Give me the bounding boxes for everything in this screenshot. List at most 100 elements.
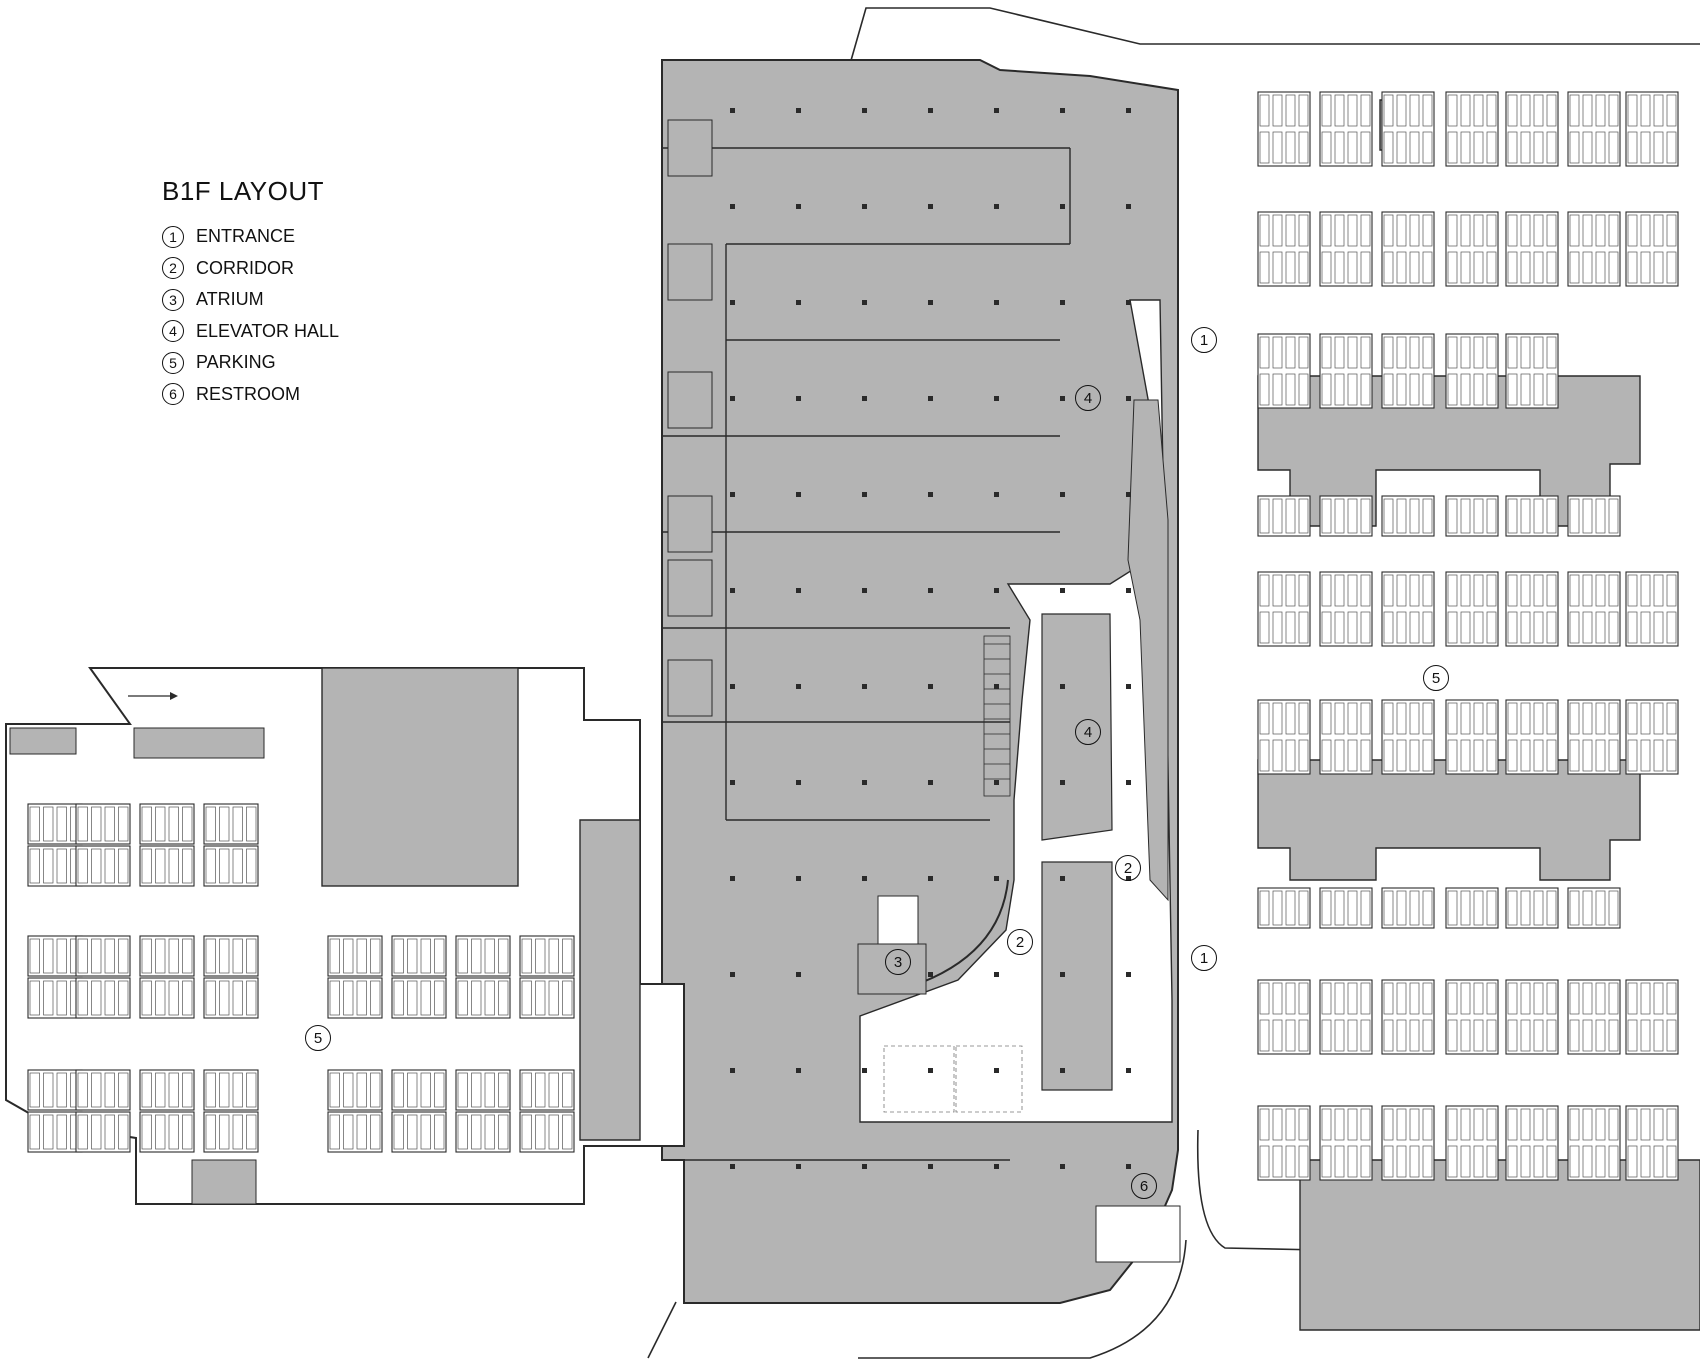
west-parking-bay — [519, 935, 575, 977]
west-parking-bay — [75, 1111, 131, 1153]
parking-stall — [1507, 739, 1518, 772]
parking-stall — [1259, 498, 1270, 534]
parking-stall — [1298, 336, 1309, 369]
parking-stall — [1608, 982, 1619, 1015]
parking-stall — [329, 1114, 340, 1150]
parking-stall — [1285, 611, 1296, 644]
parking-stall — [1272, 498, 1283, 534]
parking-stall — [1595, 1108, 1606, 1141]
stair-core — [667, 559, 713, 617]
parking-stall — [1272, 251, 1283, 284]
east-parking-bay — [1445, 571, 1499, 647]
parking-stall — [1582, 131, 1593, 164]
parking-stall — [77, 1114, 88, 1150]
parking-stall — [1595, 982, 1606, 1015]
restroom-block — [1095, 1205, 1181, 1263]
parking-stall — [1285, 1019, 1296, 1052]
parking-stall — [1272, 739, 1283, 772]
parking-stall — [1460, 611, 1471, 644]
east-parking-bay — [1505, 211, 1559, 287]
parking-stall — [1473, 498, 1484, 534]
parking-stall — [1383, 131, 1394, 164]
east-parking-bay — [1319, 571, 1373, 647]
parking-stall — [1422, 1145, 1433, 1178]
structural-column — [928, 396, 933, 401]
parking-stall — [521, 980, 532, 1016]
parking-stall — [1640, 251, 1651, 284]
parking-stall — [1520, 131, 1531, 164]
structural-column — [1126, 972, 1131, 977]
parking-stall — [155, 806, 166, 842]
parking-stall — [118, 1072, 129, 1108]
parking-stall — [1533, 702, 1544, 735]
east-parking-bay — [1381, 333, 1435, 409]
parking-stall — [1627, 1145, 1638, 1178]
parking-stall — [168, 1114, 179, 1150]
parking-stall — [104, 980, 115, 1016]
parking-stall — [1285, 574, 1296, 607]
parking-stall — [1396, 373, 1407, 406]
parking-stall — [498, 938, 509, 974]
parking-stall — [434, 980, 445, 1016]
parking-stall — [1272, 982, 1283, 1015]
parking-stall — [155, 1072, 166, 1108]
parking-stall — [1383, 94, 1394, 127]
parking-stall — [1520, 739, 1531, 772]
parking-stall — [1409, 574, 1420, 607]
parking-stall — [1272, 890, 1283, 926]
structural-column — [1126, 780, 1131, 785]
parking-stall — [1422, 373, 1433, 406]
parking-stall — [1347, 702, 1358, 735]
parking-stall — [1259, 251, 1270, 284]
west-wing-room-n — [133, 727, 265, 759]
east-parking-bay — [1445, 333, 1499, 409]
parking-stall — [141, 1072, 152, 1108]
parking-stall — [1422, 702, 1433, 735]
parking-stall — [1486, 214, 1497, 247]
east-parking-bay — [1625, 699, 1679, 775]
parking-stall — [498, 1114, 509, 1150]
parking-stall — [155, 980, 166, 1016]
parking-stall — [1360, 94, 1371, 127]
parking-stall — [1653, 611, 1664, 644]
parking-stall — [1259, 702, 1270, 735]
legend-number: 5 — [162, 351, 184, 374]
parking-stall — [1360, 982, 1371, 1015]
parking-stall — [205, 938, 216, 974]
parking-stall — [1520, 373, 1531, 406]
parking-stall — [329, 980, 340, 1016]
parking-stall — [1259, 890, 1270, 926]
parking-stall — [420, 1114, 431, 1150]
west-parking-bay — [203, 845, 259, 887]
east-parking-bay — [1257, 699, 1311, 775]
west-parking-bay — [391, 1111, 447, 1153]
parking-stall — [29, 1072, 40, 1108]
parking-stall — [1360, 702, 1371, 735]
legend-label: PARKING — [196, 352, 276, 373]
parking-stall — [1422, 982, 1433, 1015]
parking-stall — [1272, 214, 1283, 247]
parking-stall — [1422, 131, 1433, 164]
parking-stall — [471, 1114, 482, 1150]
parking-stall — [1347, 739, 1358, 772]
parking-stall — [1595, 739, 1606, 772]
parking-stall — [1259, 1145, 1270, 1178]
west-parking-bay — [27, 935, 83, 977]
parking-stall — [1447, 890, 1458, 926]
parking-stall — [1569, 574, 1580, 607]
parking-stall — [29, 806, 40, 842]
parking-stall — [1507, 611, 1518, 644]
parking-stall — [1285, 373, 1296, 406]
structural-column — [862, 876, 867, 881]
structural-column — [730, 492, 735, 497]
parking-stall — [1546, 890, 1557, 926]
east-parking-bay — [1381, 495, 1435, 537]
parking-stall — [1447, 214, 1458, 247]
parking-stall — [1396, 982, 1407, 1015]
parking-stall — [1569, 611, 1580, 644]
parking-stall — [1272, 574, 1283, 607]
west-parking-bay — [519, 977, 575, 1019]
parking-stall — [1409, 1019, 1420, 1052]
parking-stall — [1486, 702, 1497, 735]
structural-column — [730, 1068, 735, 1073]
